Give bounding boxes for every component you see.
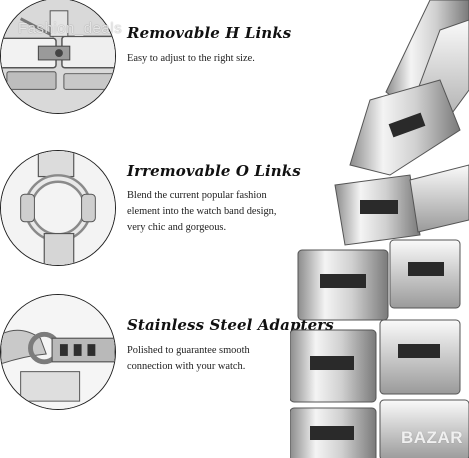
feature-description: Easy to adjust to the right size.	[127, 51, 302, 67]
o-ring-closeup-image	[0, 150, 116, 266]
o-ring-closeup-icon	[1, 151, 115, 265]
band-link	[290, 319, 461, 403]
feature-description: Polished to guarantee smooth connection …	[127, 343, 302, 375]
feature-description: Blend the current popular fashion elemen…	[127, 188, 302, 236]
band-link	[297, 239, 461, 321]
band-link	[349, 79, 461, 176]
description-line: connection with your watch.	[127, 361, 246, 372]
feature-title: Stainless Steel Adapters	[127, 316, 334, 334]
description-line: Blend the current popular fashion	[127, 190, 267, 201]
feature-title: Removable H Links	[127, 24, 292, 42]
h-links-closeup-icon	[1, 0, 115, 113]
feature-title: Irremovable O Links	[127, 162, 301, 180]
h-links-closeup-image	[0, 0, 116, 114]
description-line: Easy to adjust to the right size.	[127, 53, 255, 64]
watermark-text-top: Fashion_deals	[18, 20, 123, 37]
description-line: element into the watch band design,	[127, 206, 277, 217]
description-line: Polished to guarantee smooth	[127, 345, 250, 356]
watermark-text: BAZAR	[401, 428, 463, 447]
description-line: very chic and gorgeous.	[127, 222, 227, 233]
adapter-closeup-image	[0, 294, 116, 410]
bracelet-band-image	[290, 0, 469, 458]
adapter-closeup-icon	[1, 295, 115, 409]
band-link	[290, 399, 469, 458]
band-link	[334, 164, 469, 246]
